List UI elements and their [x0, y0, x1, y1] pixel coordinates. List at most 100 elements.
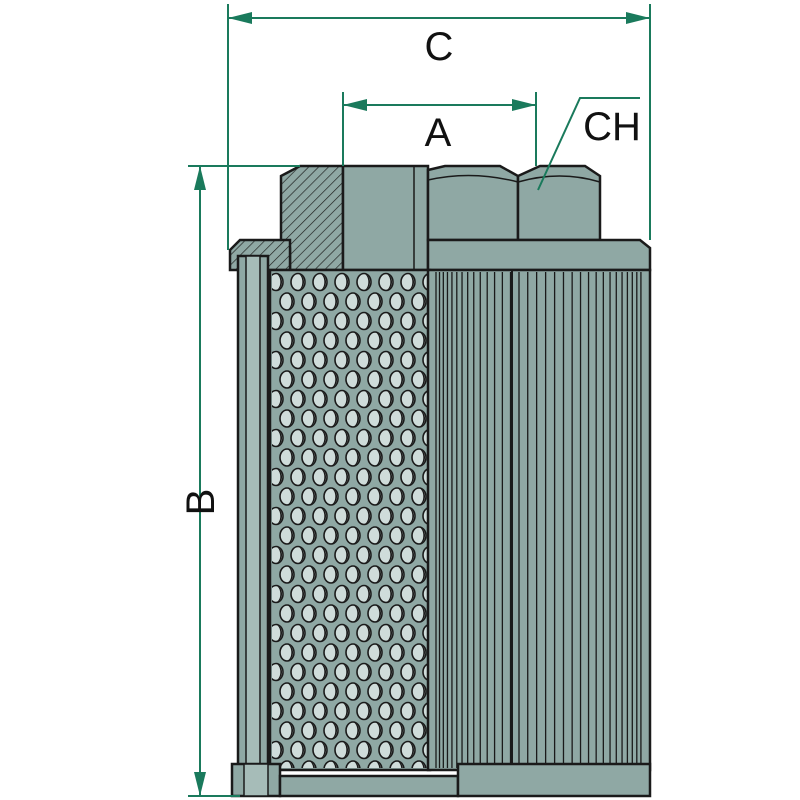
- perforation-hole: [312, 545, 328, 565]
- perforation-hole: [323, 487, 339, 506]
- perforation-hole: [378, 389, 394, 409]
- perforation-hole: [411, 370, 427, 389]
- perforation-hole: [301, 448, 317, 467]
- hex-head: [228, 164, 652, 272]
- perforation-hole: [389, 448, 405, 467]
- perforation-hole: [378, 662, 394, 682]
- perforation-hole: [345, 643, 361, 662]
- bottom-cap-right: [456, 762, 652, 798]
- perforation-hole: [389, 370, 405, 389]
- perforation-hole: [378, 311, 394, 331]
- perforation-hole: [367, 292, 383, 311]
- perforation-hole: [378, 584, 394, 604]
- perforation-hole: [378, 701, 394, 721]
- perforation-hole: [272, 428, 284, 448]
- perforation-holes: [272, 272, 428, 768]
- perforation-hole: [334, 428, 350, 448]
- perforation-hole: [411, 409, 427, 428]
- perforation-hole: [279, 526, 295, 545]
- perforation-hole: [312, 506, 328, 526]
- perforation-hole: [334, 701, 350, 721]
- perforation-hole: [290, 467, 306, 487]
- perforation-hole: [400, 428, 416, 448]
- perforation-hole: [290, 389, 306, 409]
- perforation-hole: [323, 448, 339, 467]
- perforation-hole: [400, 740, 416, 760]
- perforation-hole: [356, 311, 372, 331]
- perforation-hole: [411, 682, 427, 701]
- bottom-cap-mid: [278, 774, 460, 798]
- dimension-lines: [188, 4, 651, 797]
- perforation-hole: [334, 350, 350, 370]
- perforation-hole: [389, 760, 405, 768]
- perforation-hole: [272, 740, 284, 760]
- perforation-hole: [367, 331, 383, 350]
- perforation-hole: [323, 409, 339, 428]
- perforation-hole: [411, 760, 427, 768]
- perforation-hole: [356, 389, 372, 409]
- perforation-hole: [312, 389, 328, 409]
- perforation-hole: [312, 350, 328, 370]
- perforation-hole: [367, 526, 383, 545]
- perforation-hole: [301, 526, 317, 545]
- perforation-hole: [312, 623, 328, 643]
- perforation-hole: [272, 701, 284, 721]
- perforation-hole: [334, 311, 350, 331]
- perforation-hole: [389, 292, 405, 311]
- perforation-hole: [389, 643, 405, 662]
- perforation-hole: [290, 662, 306, 682]
- perforation-hole: [312, 662, 328, 682]
- perforation-hole: [323, 682, 339, 701]
- perforation-hole: [290, 740, 306, 760]
- perforation-hole: [279, 760, 295, 768]
- dim-a-label: A: [425, 111, 452, 155]
- perforation-hole: [356, 662, 372, 682]
- perforation-hole: [279, 487, 295, 506]
- perforation-hole: [312, 311, 328, 331]
- perforation-hole: [389, 565, 405, 584]
- perforation-hole: [279, 331, 295, 350]
- dim-ch-label: CH: [583, 105, 641, 149]
- perforation-hole: [400, 389, 416, 409]
- perforation-hole: [323, 526, 339, 545]
- perforation-hole: [378, 740, 394, 760]
- perforation-hole: [345, 682, 361, 701]
- perforation-hole: [367, 760, 383, 768]
- perforation-hole: [345, 487, 361, 506]
- perforation-hole: [356, 701, 372, 721]
- perforation-hole: [279, 643, 295, 662]
- dim-c-label: C: [425, 25, 454, 69]
- hex-face-right: [516, 164, 602, 242]
- perforation-hole: [356, 272, 372, 292]
- perforation-hole: [389, 526, 405, 545]
- perforation-hole: [301, 370, 317, 389]
- perforation-hole: [378, 350, 394, 370]
- perforation-hole: [323, 721, 339, 740]
- perforation-hole: [367, 370, 383, 389]
- perforation-hole: [378, 272, 394, 292]
- perforation-hole: [334, 662, 350, 682]
- dim-b-label: B: [179, 489, 223, 516]
- perforation-hole: [400, 467, 416, 487]
- perforation-hole: [272, 584, 284, 604]
- perforation-hole: [290, 584, 306, 604]
- perforation-hole: [345, 331, 361, 350]
- perforation-hole: [356, 428, 372, 448]
- perforation-hole: [367, 604, 383, 623]
- perforation-hole: [334, 506, 350, 526]
- perforation-hole: [279, 565, 295, 584]
- perforation-hole: [411, 487, 427, 506]
- perforation-hole: [345, 604, 361, 623]
- perforation-hole: [301, 760, 317, 768]
- perforation-hole: [301, 331, 317, 350]
- perforation-hole: [312, 584, 328, 604]
- perforation-hole: [345, 565, 361, 584]
- perforation-hole: [272, 350, 284, 370]
- perforation-hole: [290, 701, 306, 721]
- perforation-hole: [323, 292, 339, 311]
- perforation-hole: [400, 506, 416, 526]
- perforation-hole: [301, 643, 317, 662]
- perforation-hole: [290, 545, 306, 565]
- perforation-hole: [367, 682, 383, 701]
